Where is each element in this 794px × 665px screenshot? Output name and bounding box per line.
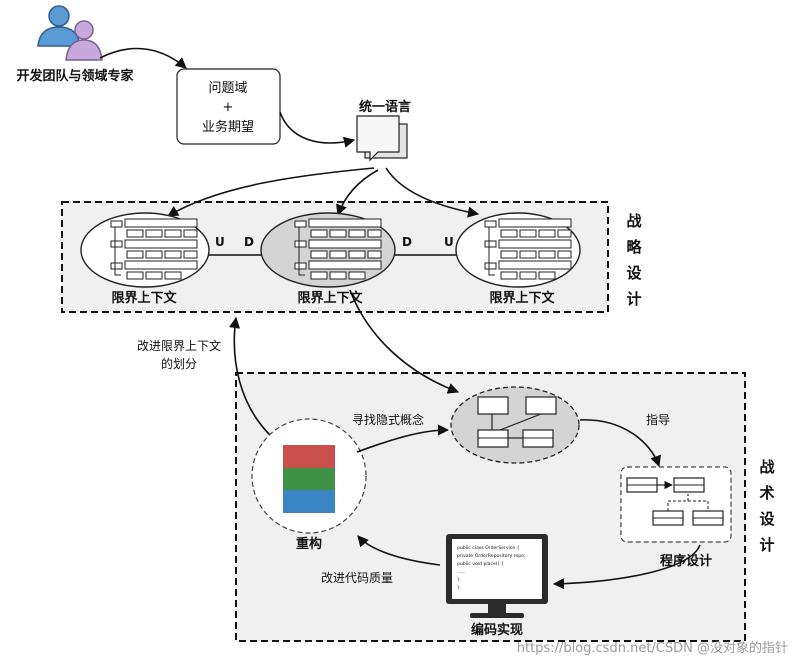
problem-domain-line1: 问题域 xyxy=(208,81,247,96)
relation-left-u: U xyxy=(215,235,225,249)
arrow-coding-to-refactor xyxy=(357,535,441,566)
relation-right-d: D xyxy=(402,235,412,249)
arrow-language-to-bc-left xyxy=(167,167,375,217)
guide-label: 指导 xyxy=(646,412,670,427)
refactor-red-block xyxy=(283,445,335,468)
unified-language-label: 统一语言 xyxy=(359,99,411,115)
speech-bubble-icon xyxy=(356,115,408,162)
arrow-refactor-to-model xyxy=(356,424,450,453)
code-snippet: public class OrderService { private Orde… xyxy=(457,545,526,591)
code-line-3: public void place() { xyxy=(457,561,504,567)
tactical-char-4: 计 xyxy=(759,536,774,554)
arrow-design-to-coding xyxy=(552,544,701,590)
code-line-5: } xyxy=(457,577,460,583)
problem-domain-box xyxy=(176,68,281,145)
tactical-char-3: 设 xyxy=(759,510,774,528)
bc-center-label: 限界上下文 xyxy=(297,290,363,306)
improve-code-label: 改进代码质量 xyxy=(321,571,393,585)
model-diagram-icon xyxy=(477,396,557,448)
find-implicit-label: 寻找隐式概念 xyxy=(352,412,424,427)
refactor-blue-block xyxy=(283,490,335,513)
strategic-char-2: 略 xyxy=(626,238,642,256)
improve-bc-line1: 改进限界上下文 xyxy=(137,338,221,353)
bc-left-label: 限界上下文 xyxy=(111,290,177,306)
code-line-2: private OrderRepository repo; xyxy=(457,553,526,559)
strategic-char-1: 战 xyxy=(626,212,641,230)
problem-domain-line3: 业务期望 xyxy=(202,119,254,135)
refactor-green-block xyxy=(283,468,335,490)
bc-right-label: 限界上下文 xyxy=(489,290,555,306)
watermark: https://blog.csdn.net/CSDN @没对象的指针 xyxy=(517,640,788,656)
model-ellipse xyxy=(450,386,580,464)
monitor-icon xyxy=(446,534,548,618)
relation-right-u: U xyxy=(444,235,454,249)
tactical-char-2: 术 xyxy=(759,484,774,502)
relation-left-d: D xyxy=(244,235,254,249)
improve-bc-line2: 的划分 xyxy=(161,356,197,371)
code-line-4: ...... xyxy=(457,570,466,575)
people-icon xyxy=(37,5,103,61)
arrow-language-to-bc-center xyxy=(336,169,379,217)
class-diagram-icon xyxy=(626,477,724,526)
code-line-6: } xyxy=(457,585,460,591)
arrow-team-to-domain xyxy=(99,47,187,69)
strategic-char-4: 计 xyxy=(626,290,641,308)
problem-domain-line2: + xyxy=(223,100,234,115)
arrow-bc-to-model xyxy=(349,289,460,394)
arrow-model-to-design xyxy=(579,419,661,468)
code-line-1: public class OrderService { xyxy=(457,545,520,551)
program-design-label: 程序设计 xyxy=(660,553,712,569)
team-label: 开发团队与领域专家 xyxy=(16,68,134,84)
arrow-refactor-to-bc xyxy=(229,316,271,436)
strategic-char-3: 设 xyxy=(626,264,641,282)
tactical-char-1: 战 xyxy=(759,458,774,476)
coding-label: 编码实现 xyxy=(471,622,523,638)
arrow-language-to-bc-right xyxy=(385,167,480,218)
arrow-domain-to-language xyxy=(279,111,356,148)
refactor-label: 重构 xyxy=(296,536,322,552)
